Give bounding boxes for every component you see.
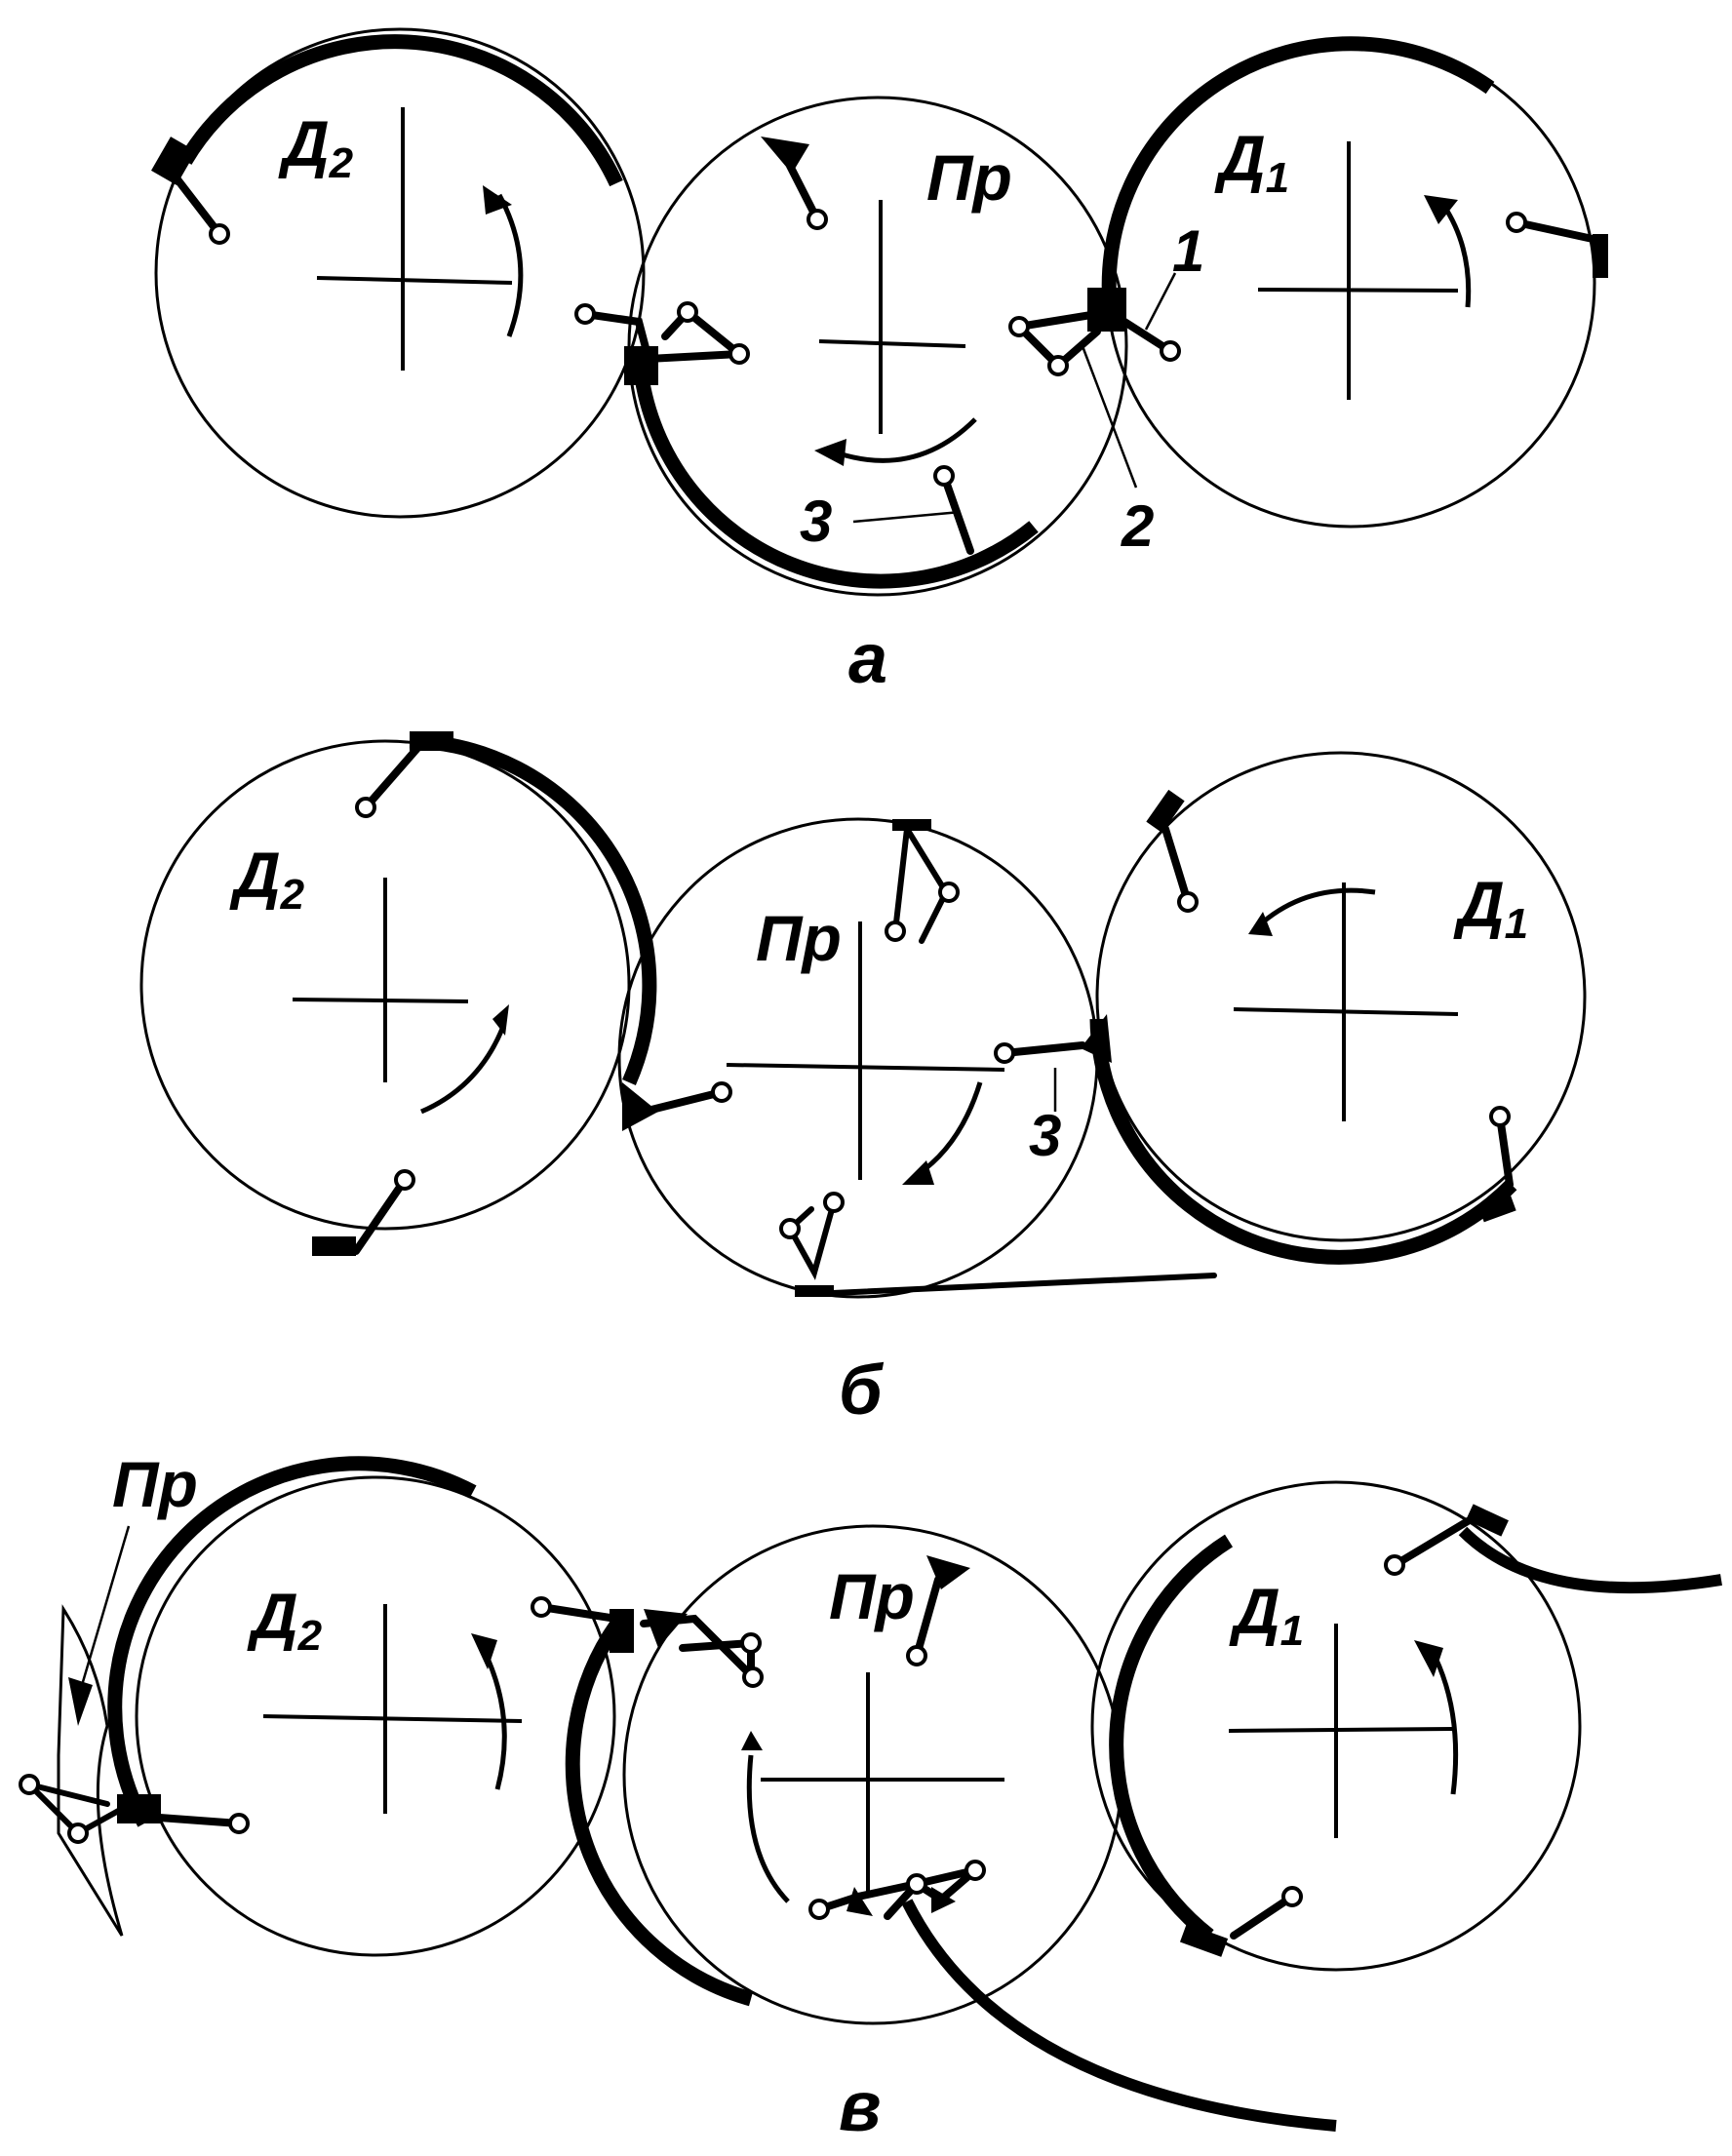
drum-d2-a bbox=[151, 27, 646, 519]
label-pr-outside-c: Пр bbox=[112, 1448, 198, 1520]
label-d1-c: Д1 bbox=[1229, 1575, 1304, 1655]
outside-pr-contour bbox=[19, 1525, 149, 1937]
callout-1-a: 1 bbox=[1172, 218, 1204, 284]
label-d1-b: Д1 bbox=[1453, 868, 1528, 948]
label-pr-a: Пр bbox=[926, 141, 1012, 214]
drum-d1-b bbox=[1081, 751, 1587, 1265]
label-d2-b: Д2 bbox=[229, 839, 305, 919]
panel-b: Д2 Пр bbox=[139, 731, 1587, 1430]
callout-3-a: 3 bbox=[800, 489, 832, 554]
label-d1-a: Д1 bbox=[1214, 122, 1289, 202]
drum-d1-a bbox=[1087, 36, 1608, 529]
panel-a: Д2 Пр bbox=[151, 27, 1608, 698]
label-d2-a: Д2 bbox=[278, 107, 354, 187]
caption-b: б bbox=[839, 1352, 885, 1430]
label-pr-b: Пр bbox=[756, 902, 842, 974]
callout-2-a: 2 bbox=[1121, 493, 1154, 559]
drum-d2-b bbox=[139, 731, 657, 1256]
caption-c: в bbox=[839, 2068, 882, 2146]
drum-pr-c bbox=[565, 1524, 1337, 2132]
drum-pr-a bbox=[574, 96, 1128, 597]
drum-pr-b bbox=[617, 817, 1217, 1299]
label-pr-c: Пр bbox=[829, 1560, 915, 1632]
caption-a: а bbox=[848, 620, 887, 698]
label-d2-c: Д2 bbox=[247, 1580, 323, 1660]
drum-d1-c bbox=[1090, 1480, 1722, 1972]
panel-c: Пр Д2 bbox=[19, 1448, 1722, 2146]
drum-d2-c bbox=[107, 1456, 634, 1957]
callout-3-b: 3 bbox=[1029, 1103, 1061, 1168]
